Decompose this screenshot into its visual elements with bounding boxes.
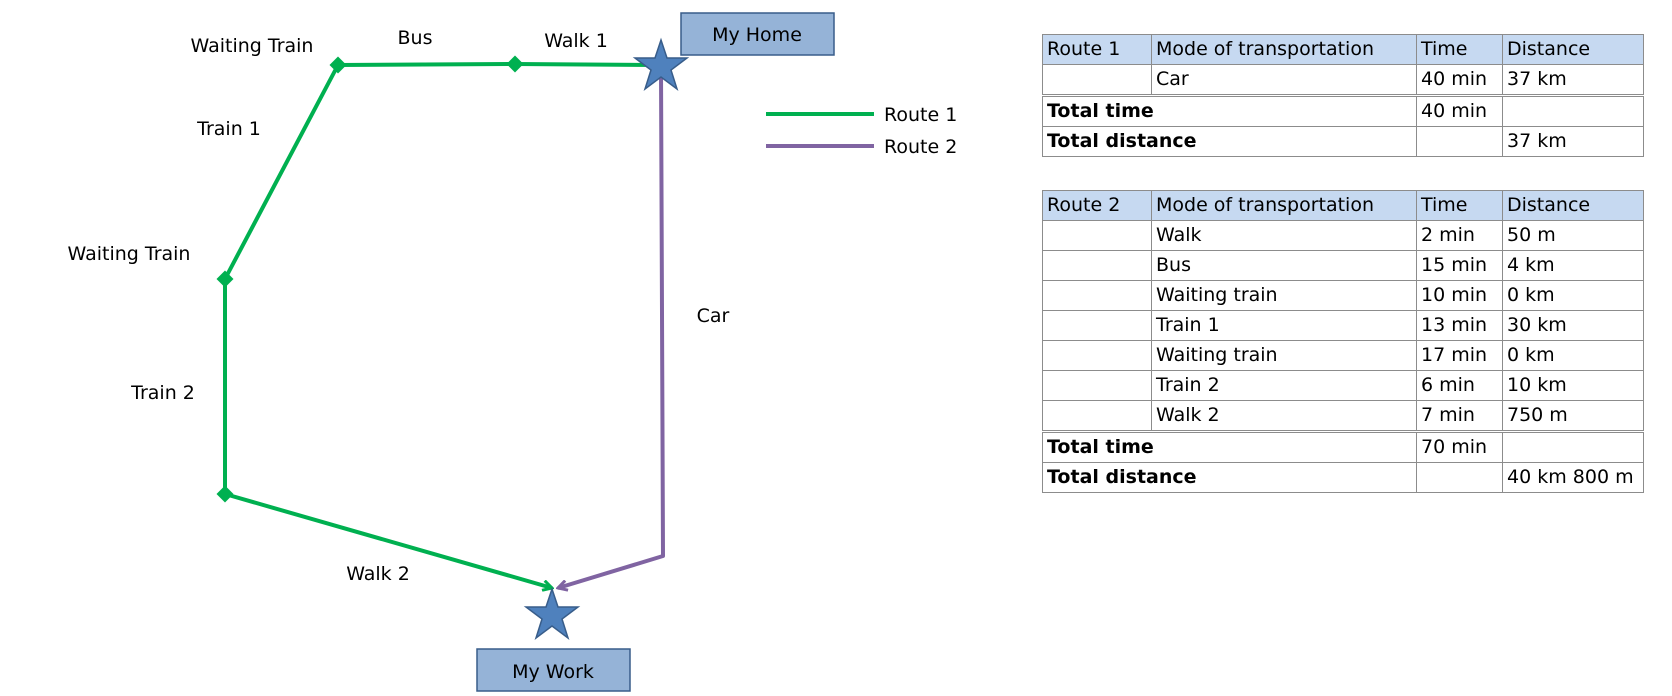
table-cell (1042, 280, 1152, 311)
total-distance-label: Total distance (1042, 462, 1417, 493)
total-distance-row: Total distance 37 km (1042, 126, 1644, 157)
waypoint-diamond-station-2 (216, 270, 234, 288)
table-header-row: Route 1 Mode of transportation Time Dist… (1042, 34, 1644, 65)
legend-label-route1: Route 1 (884, 104, 957, 126)
route1-table: Route 1 Mode of transportation Time Dist… (1042, 34, 1644, 157)
table-cell (1042, 64, 1152, 96)
legend-label-route2: Route 2 (884, 136, 957, 158)
table-cell: 0 km (1502, 280, 1644, 311)
total-time-label: Total time (1042, 430, 1417, 463)
segment-label-train1: Train 1 (196, 118, 261, 140)
table-cell: 10 km (1502, 370, 1644, 401)
waypoint-diamond-bus-stop (506, 55, 524, 73)
table-cell: 6 min (1416, 370, 1503, 401)
table-row: Bus 15 min 4 km (1042, 250, 1644, 281)
table-cell (1042, 310, 1152, 341)
legend: Route 1 Route 2 (766, 104, 957, 158)
total-distance-value: 40 km 800 m (1502, 462, 1644, 493)
table-cell: Waiting train (1151, 340, 1417, 371)
table-cell (1042, 340, 1152, 371)
table-cell: Train 1 (1151, 310, 1417, 341)
table-row: Walk 2 7 min 750 m (1042, 400, 1644, 432)
table-cell (1042, 220, 1152, 251)
table-cell: 13 min (1416, 310, 1503, 341)
table-cell: Walk (1151, 220, 1417, 251)
table-cell (1042, 400, 1152, 432)
table-cell: Bus (1151, 250, 1417, 281)
segment-label-car: Car (697, 305, 730, 327)
total-time-row: Total time 40 min (1042, 94, 1644, 127)
table-row: Train 1 13 min 30 km (1042, 310, 1644, 341)
table-row: Walk 2 min 50 m (1042, 220, 1644, 251)
table-cell: 10 min (1416, 280, 1503, 311)
table-cell: 2 min (1416, 220, 1503, 251)
table-cell: 37 km (1502, 64, 1644, 96)
total-time-value: 70 min (1416, 430, 1503, 463)
table-cell (1502, 94, 1644, 127)
segment-label-waiting-train-top: Waiting Train (191, 35, 314, 57)
table-row: Train 2 6 min 10 km (1042, 370, 1644, 401)
table-cell: 7 min (1416, 400, 1503, 432)
work-star-icon (523, 586, 581, 641)
table-cell (1502, 430, 1644, 463)
total-distance-value: 37 km (1502, 126, 1644, 157)
table-cell: 750 m (1502, 400, 1644, 432)
route-diagram: My Home My Work Waiting Train Bus Walk 1… (68, 12, 957, 692)
table-row: Car 40 min 37 km (1042, 64, 1644, 96)
total-time-row: Total time 70 min (1042, 430, 1644, 463)
table-row: Waiting train 17 min 0 km (1042, 340, 1644, 371)
route2-table: Route 2 Mode of transportation Time Dist… (1042, 190, 1644, 493)
table-cell (1416, 126, 1503, 157)
table-cell: 50 m (1502, 220, 1644, 251)
work-label: My Work (512, 661, 594, 683)
segment-label-bus: Bus (398, 27, 433, 49)
table-cell: Walk 2 (1151, 400, 1417, 432)
route2-path (558, 69, 665, 588)
table-cell: 30 km (1502, 310, 1644, 341)
header-time: Time (1416, 34, 1503, 65)
header-distance: Distance (1502, 34, 1644, 65)
table-cell: Train 2 (1151, 370, 1417, 401)
table-cell: Waiting train (1151, 280, 1417, 311)
table-cell: 0 km (1502, 340, 1644, 371)
segment-label-walk2: Walk 2 (346, 563, 410, 585)
header-distance: Distance (1502, 190, 1644, 221)
table-cell: Car (1151, 64, 1417, 96)
total-time-label: Total time (1042, 94, 1417, 127)
total-time-value: 40 min (1416, 94, 1503, 127)
segment-label-train2: Train 2 (130, 382, 195, 404)
header-mode: Mode of transportation (1151, 34, 1417, 65)
table-row: Waiting train 10 min 0 km (1042, 280, 1644, 311)
work-box (476, 648, 631, 692)
total-distance-row: Total distance 40 km 800 m (1042, 462, 1644, 493)
header-mode: Mode of transportation (1151, 190, 1417, 221)
table-header-row: Route 2 Mode of transportation Time Dist… (1042, 190, 1644, 221)
route1-path (223, 62, 662, 588)
table-cell: 4 km (1502, 250, 1644, 281)
header-time: Time (1416, 190, 1503, 221)
total-distance-label: Total distance (1042, 126, 1417, 157)
waypoint-diamond-station-1 (329, 56, 347, 74)
header-route: Route 2 (1042, 190, 1152, 221)
table-cell (1042, 370, 1152, 401)
table-cell: 17 min (1416, 340, 1503, 371)
table-cell (1042, 250, 1152, 281)
waypoint-diamond-station-3 (216, 485, 234, 503)
segment-label-walk1: Walk 1 (544, 30, 608, 52)
home-star-icon (632, 37, 690, 92)
table-cell (1416, 462, 1503, 493)
home-box (680, 12, 835, 56)
segment-label-waiting-train-mid: Waiting Train (68, 243, 191, 265)
table-cell: 40 min (1416, 64, 1503, 96)
header-route: Route 1 (1042, 34, 1152, 65)
home-label: My Home (712, 24, 802, 46)
table-cell: 15 min (1416, 250, 1503, 281)
